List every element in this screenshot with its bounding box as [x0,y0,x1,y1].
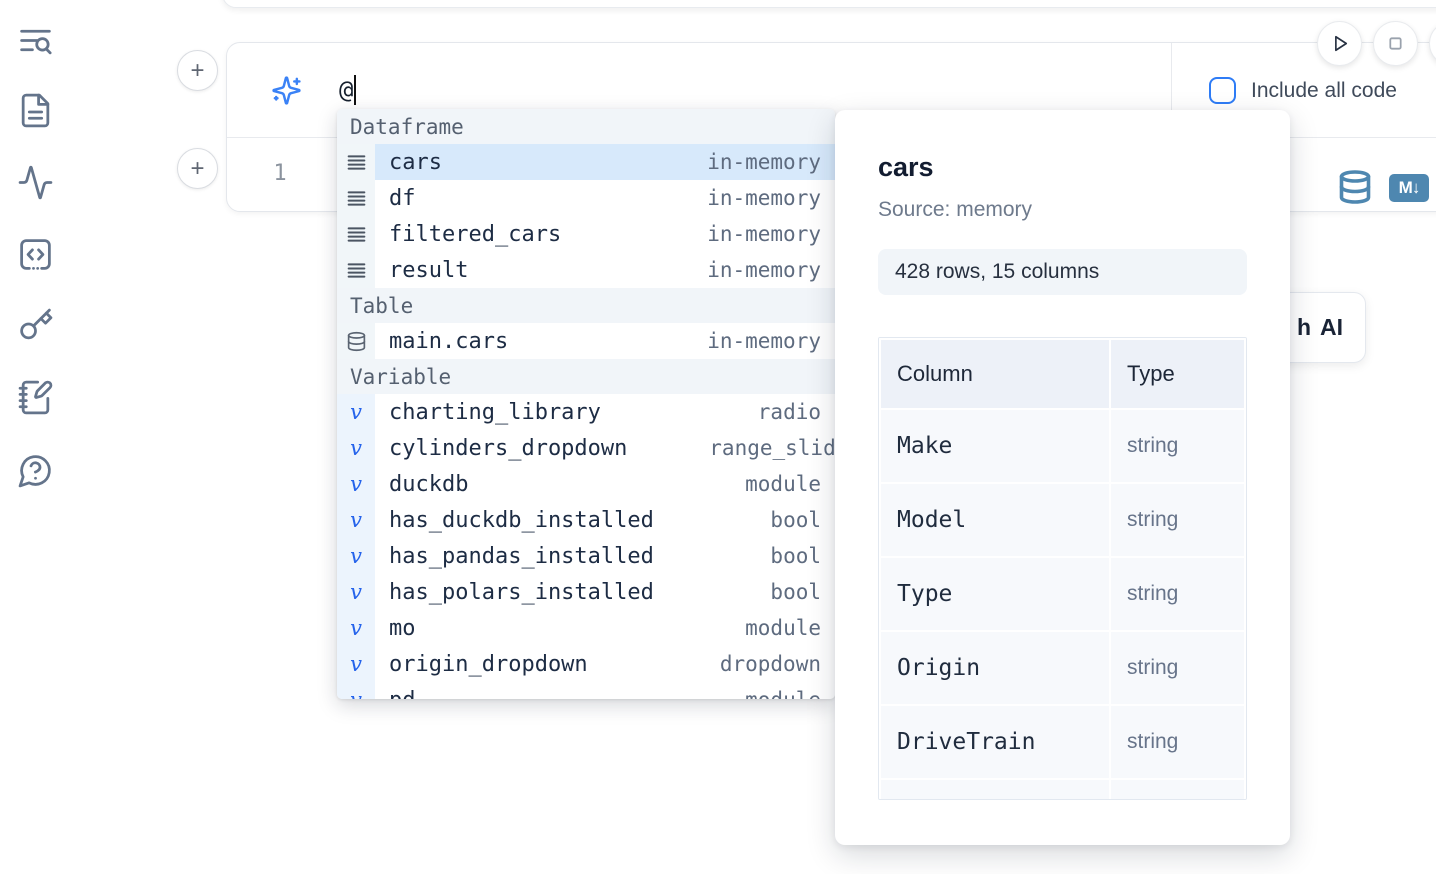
list-search-icon[interactable] [17,22,54,59]
include-all-code-checkbox[interactable] [1209,77,1236,104]
section-header-table: Table [337,288,835,323]
variable-icon: v [337,466,375,502]
ai-prompt-row: @ Include all code [227,43,1436,138]
ai-button-clipped-text: h [1296,314,1311,340]
dataframe-rows-icon [337,144,375,180]
database-icon [337,323,375,359]
run-cell-button[interactable] [1317,21,1362,66]
add-cell-below-button[interactable]: + [177,148,218,189]
file-text-icon[interactable] [17,92,54,129]
sparkles-icon [271,75,302,106]
section-header-variable: Variable [337,359,835,394]
ai-prompt-input[interactable]: @ [339,75,357,105]
schema-table: Column Type Make string Model string Typ… [879,338,1246,799]
schema-row: Origin string [881,632,1244,704]
shape-badge: 428 rows, 15 columns [878,249,1247,295]
include-all-code-group: Include all code [1171,43,1436,138]
dataframe-rows-icon [337,216,375,252]
code-cell-icon[interactable] [17,236,54,273]
notebook-pen-icon[interactable] [17,379,54,416]
dataframe-rows-icon [337,252,375,288]
text-caret [354,75,357,105]
schema-header-type: Type [1111,340,1244,408]
popup-title: cars [878,152,934,182]
variable-icon: v [337,610,375,646]
line-number: 1 [273,161,287,186]
schema-row-partial [881,780,1244,799]
section-header-dataframe: Dataframe [337,109,835,144]
variable-icon: v [337,574,375,610]
database-cell-icon[interactable] [1337,169,1373,205]
schema-header-column: Column [881,340,1109,408]
stop-icon [1389,37,1402,50]
include-all-code-label: Include all code [1251,78,1397,102]
variable-icon: v [337,682,375,699]
variable-icon: v [337,646,375,682]
popup-source: Source: memory [878,198,1033,221]
schema-row: DriveTrain string [881,706,1244,778]
ai-button-label: AI [1320,314,1343,340]
variable-icon: v [337,430,375,466]
schema-row: Make string [881,410,1244,482]
help-chat-icon[interactable] [17,452,54,489]
variable-icon: v [337,394,375,430]
variable-icon: v [337,502,375,538]
schema-table-wrap: Column Type Make string Model string Typ… [878,337,1247,800]
variable-icon: v [337,538,375,574]
stop-cell-button[interactable] [1373,21,1418,66]
autocomplete-item-pd-partial[interactable]: v pdmodule [337,682,835,699]
dataframe-detail-popup: cars Source: memory 428 rows, 15 columns… [835,110,1290,845]
key-icon[interactable] [17,307,54,344]
activity-icon[interactable] [17,164,54,201]
dataframe-rows-icon [337,180,375,216]
previous-cell-edge [222,0,1436,8]
add-cell-above-button[interactable]: + [177,50,218,91]
schema-row: Type string [881,558,1244,630]
schema-row: Model string [881,484,1244,556]
play-icon [1335,35,1348,52]
activity-sidebar [0,0,70,874]
markdown-icon[interactable]: M↓ [1389,174,1429,202]
